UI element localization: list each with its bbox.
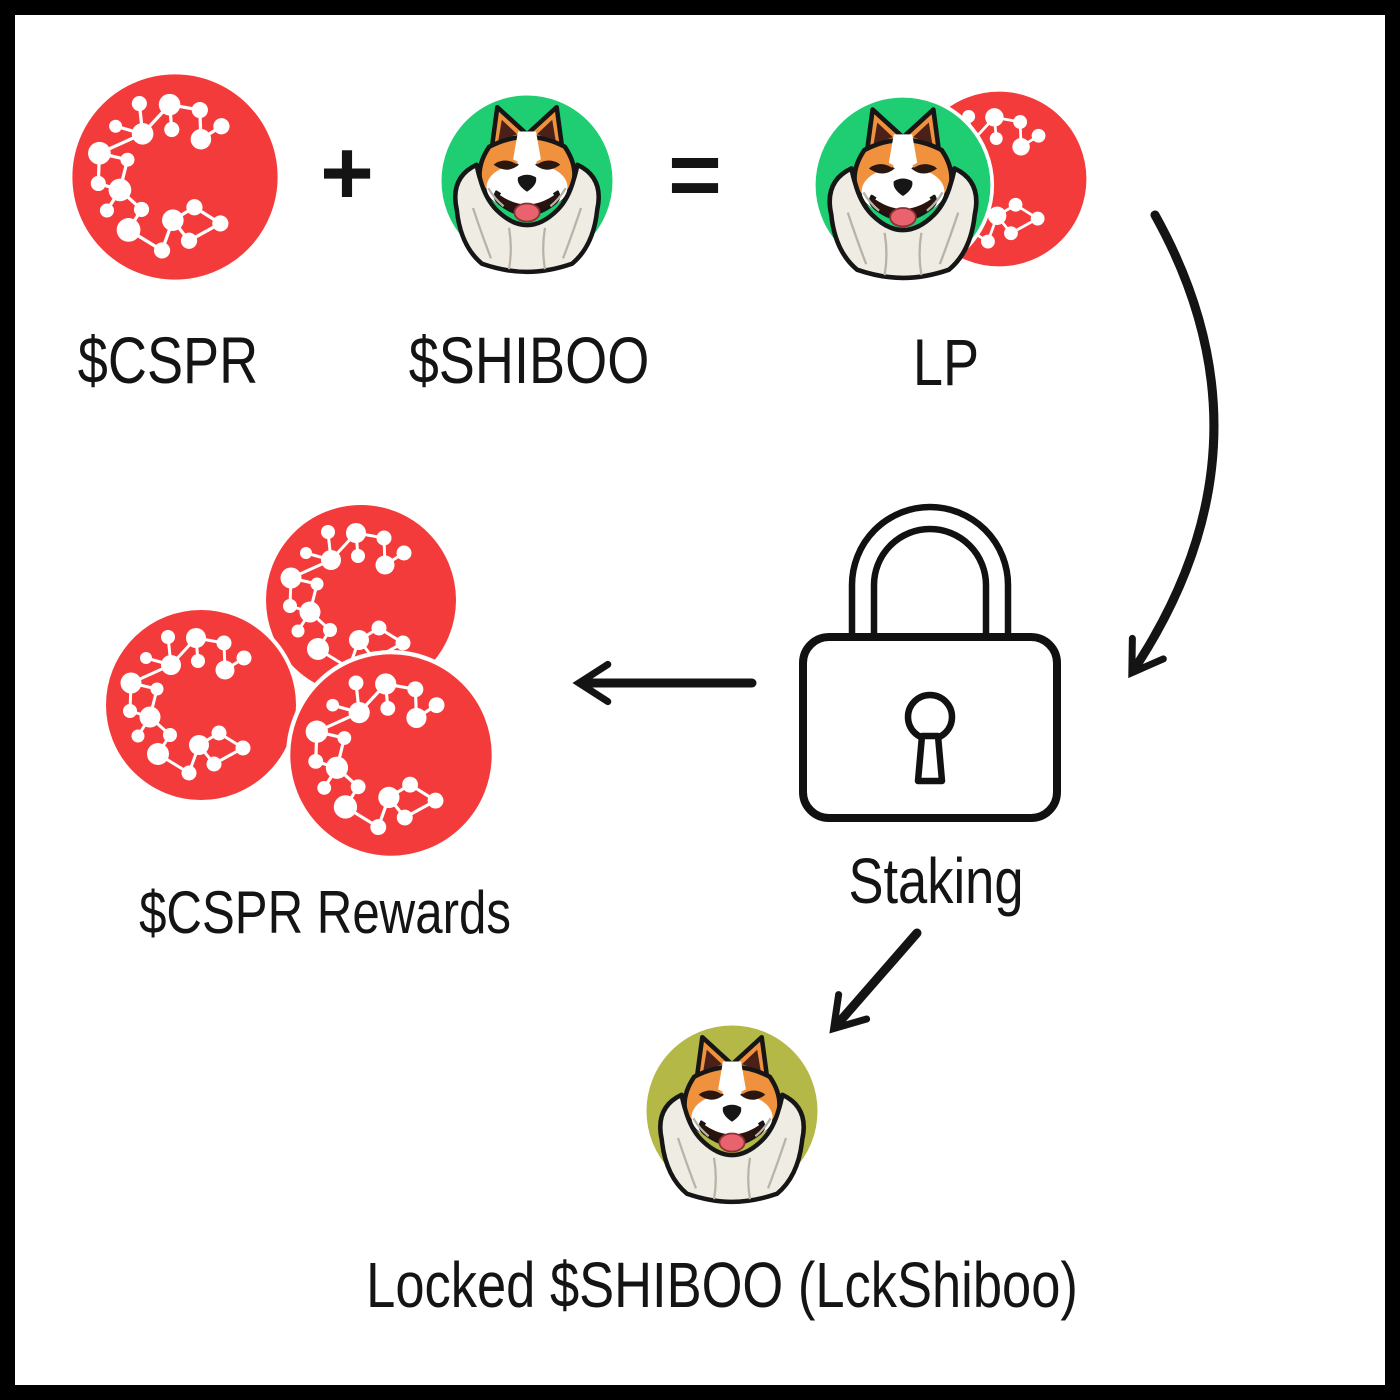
plus-sign: + — [320, 122, 374, 224]
rewards-label: $CSPR Rewards — [139, 879, 511, 946]
cspr-coin-cluster-icon — [102, 501, 494, 858]
reward-coin-left-icon — [102, 606, 300, 804]
keyhole-stem — [914, 732, 946, 785]
diagram-graphics — [15, 15, 1219, 1400]
equals-sign: = — [668, 124, 722, 226]
padlock-shackle — [848, 503, 1012, 659]
reward-coin-bottom-icon — [288, 652, 494, 858]
keyhole — [904, 691, 956, 743]
cspr-coin-icon — [70, 72, 280, 282]
locked-label: Locked $SHIBOO (LckShiboo) — [366, 1249, 1078, 1321]
shiboo-label: $SHIBOO — [408, 323, 650, 397]
lp-to-staking-arrow — [1128, 210, 1219, 679]
lp-shiboo-coin-icon — [814, 96, 992, 278]
cspr-label: $CSPR — [77, 323, 259, 397]
padlock-icon — [799, 503, 1061, 822]
lp-pair-icon — [814, 87, 1091, 278]
lp-label: LP — [912, 325, 980, 399]
staking-label: Staking — [848, 845, 1024, 917]
staking-to-locked-arrow — [829, 928, 922, 1034]
shiboo-coin-icon — [440, 94, 615, 272]
locked-shiboo-coin-icon — [645, 1024, 820, 1202]
